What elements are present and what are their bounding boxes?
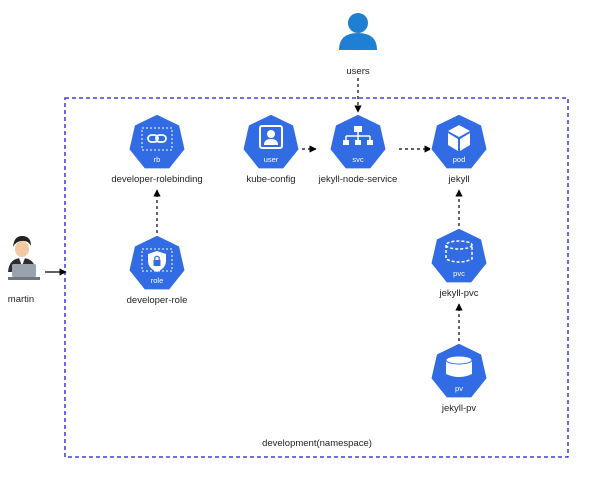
- shield-lock-icon: [141, 248, 173, 272]
- martin-label: martin: [8, 294, 34, 305]
- martin-node: martin: [8, 236, 40, 305]
- pvc-node: pvc: [429, 227, 489, 284]
- id-card-icon: [259, 125, 283, 149]
- svc-node: svc: [328, 113, 388, 170]
- namespace-label: development(namespace): [262, 438, 372, 449]
- pv-label: jekyll-pv: [441, 403, 477, 414]
- users-node: users: [339, 13, 377, 77]
- pvc-sublabel: pvc: [453, 269, 465, 278]
- network-tree-icon: [343, 126, 373, 145]
- pv-node: pv: [429, 342, 489, 399]
- cube-icon: [448, 125, 470, 151]
- connectors: [45, 78, 463, 341]
- cylinder-icon: [445, 355, 473, 377]
- pod-sublabel: pod: [453, 155, 466, 164]
- svc-sublabel: svc: [352, 155, 364, 164]
- link-icon: [141, 127, 173, 151]
- role-node: role: [127, 234, 187, 291]
- user-sublabel: user: [264, 155, 279, 164]
- users-label: users: [346, 66, 369, 77]
- namespace-boundary: [64, 97, 569, 458]
- svc-label: jekyll-node-service: [318, 174, 398, 185]
- dashed-cylinder-icon: [445, 240, 473, 263]
- person-at-laptop-icon: [8, 236, 40, 280]
- user-icon: [339, 13, 377, 50]
- pv-sublabel: pv: [455, 384, 463, 393]
- role-sublabel: role: [151, 276, 164, 285]
- pvc-label: jekyll-pvc: [438, 288, 478, 299]
- rb-sublabel: rb: [154, 155, 161, 164]
- rb-node: rb: [127, 113, 187, 170]
- user-label: kube-config: [246, 174, 295, 185]
- pod-label: jekyll: [447, 174, 469, 185]
- user-node: user: [241, 113, 301, 170]
- role-label: developer-role: [127, 295, 188, 306]
- pod-node: pod: [429, 113, 489, 170]
- rb-label: developer-rolebinding: [111, 174, 202, 185]
